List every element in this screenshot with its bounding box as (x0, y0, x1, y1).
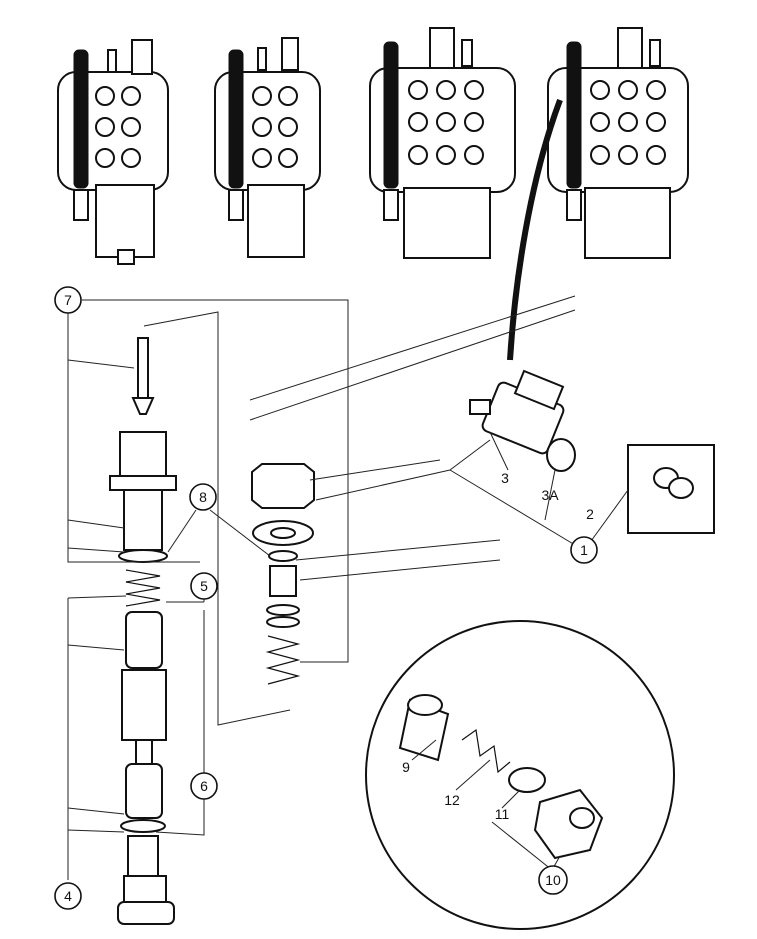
label-11: 11 (495, 806, 510, 822)
valve-bank-3 (369, 27, 516, 259)
callout-8-label: 8 (199, 489, 207, 505)
callout-7: 7 (54, 286, 82, 314)
callout-4-label: 4 (64, 888, 72, 904)
callout-10-label: 10 (545, 872, 561, 888)
seal-kit-box (627, 444, 715, 534)
callout-4: 4 (54, 882, 82, 910)
solenoid-valve (469, 369, 576, 472)
callout-10: 10 (538, 865, 568, 895)
label-12: 12 (444, 792, 460, 808)
valve-bank-4 (547, 27, 689, 259)
callout-6-label: 6 (200, 778, 208, 794)
label-9: 9 (402, 759, 410, 775)
valve-bank-2 (214, 37, 321, 258)
leader-lines (67, 295, 629, 880)
callout-5-label: 5 (200, 578, 208, 594)
callout-1-label: 1 (580, 542, 588, 558)
callout-1: 1 (570, 536, 598, 564)
callout-5: 5 (190, 572, 218, 600)
label-3: 3 (501, 470, 509, 486)
callout-8: 8 (189, 483, 217, 511)
label-3a: 3A (541, 487, 559, 503)
relief-valve-assembly (251, 463, 315, 685)
valve-bank-1 (57, 39, 169, 265)
label-2: 2 (586, 506, 594, 522)
inset-detail (365, 620, 675, 930)
callout-7-label: 7 (64, 292, 72, 308)
connector-line (507, 98, 563, 361)
callout-6: 6 (190, 772, 218, 800)
spool-assembly (109, 337, 177, 925)
